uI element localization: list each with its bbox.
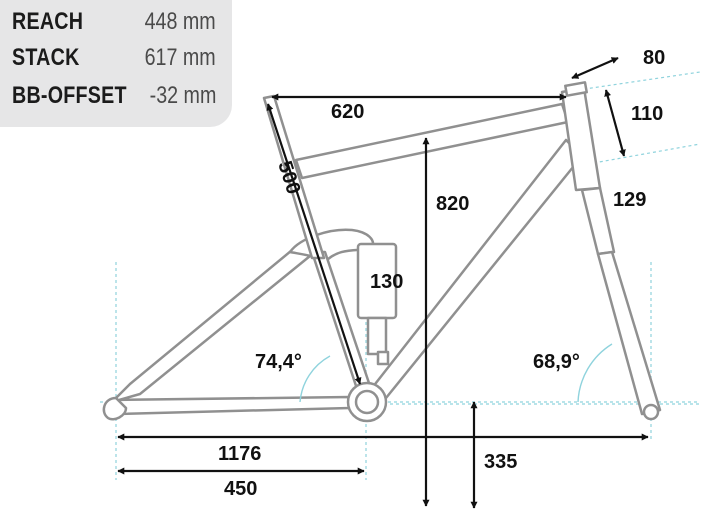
stack-height-label: 820 — [436, 193, 469, 215]
dimension-labels: 620 500 820 80 110 129 130 74,4° 68,9° 1… — [218, 47, 665, 500]
chainstay-tube — [108, 395, 352, 416]
headset-cap — [564, 81, 588, 97]
rear-dropout — [102, 396, 128, 421]
shock-mount — [376, 350, 390, 366]
spec-row-reach: REACH 448 mm — [12, 6, 222, 42]
stem-width-label: 80 — [643, 47, 665, 69]
chainstay-label: 450 — [224, 478, 257, 500]
rear-shock-shaft — [366, 316, 388, 356]
spec-label-reach: REACH — [12, 8, 84, 35]
spec-row-stack: STACK 617 mm — [12, 42, 222, 78]
spec-value-bb-offset: -32 mm — [149, 82, 216, 109]
geometry-spec-panel: REACH 448 mm STACK 617 mm BB-OFFSET -32 … — [0, 0, 232, 127]
bike-frame — [102, 81, 662, 423]
head-tube-label: 110 — [631, 103, 663, 125]
spec-value-stack: 617 mm — [144, 44, 216, 71]
reference-guides — [100, 71, 701, 480]
front-dropout — [642, 403, 660, 421]
head-angle-label: 68,9° — [533, 351, 580, 373]
dimension-arrows — [117, 56, 649, 509]
bottom-bracket-inner — [354, 389, 380, 415]
head-tube-arrow — [604, 89, 626, 157]
fork-upper — [580, 186, 616, 256]
wheelbase-label: 1176 — [218, 443, 261, 465]
seat-angle-arc — [299, 355, 331, 403]
top-tube-label: 620 — [331, 101, 364, 123]
spec-label-stack: STACK — [12, 44, 80, 71]
fork-lower — [596, 250, 662, 416]
spec-row-bb-offset: BB-OFFSET -32 mm — [12, 80, 222, 116]
head-angle-arc — [577, 343, 613, 403]
fork-label: 129 — [613, 189, 646, 211]
seatstay-tube — [110, 244, 312, 404]
seat-angle-label: 74,4° — [255, 351, 302, 373]
spec-label-bb-offset: BB-OFFSET — [12, 82, 127, 109]
spec-value-reach: 448 mm — [144, 8, 216, 35]
seat-tube-arrow — [266, 103, 362, 385]
stem-width-arrow — [571, 56, 619, 80]
bb-height-label: 335 — [484, 451, 517, 473]
shock-label: 130 — [370, 271, 403, 293]
